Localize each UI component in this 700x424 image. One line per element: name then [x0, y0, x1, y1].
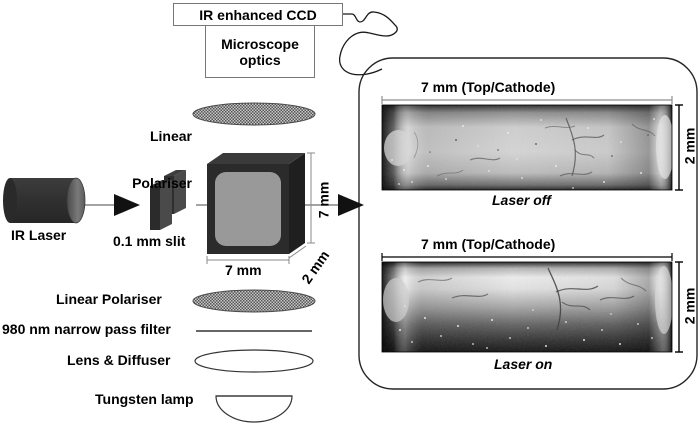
micrograph-laser-on — [381, 261, 673, 353]
ir-laser-body — [3, 177, 86, 224]
micrograph-off-caption: Laser off — [492, 192, 551, 208]
lens-diffuser-label: Lens & Diffuser — [67, 352, 171, 368]
micrograph-on-dimension-lines — [381, 253, 673, 261]
linear-polariser-top-shape — [192, 102, 316, 126]
lens-diffuser-shape — [194, 349, 314, 373]
tungsten-lamp-label: Tungsten lamp — [95, 391, 194, 407]
cuvette-height-label: 7 mm — [315, 181, 332, 219]
cuvette-width-label: 7 mm — [225, 262, 262, 278]
micrograph-laser-off — [381, 104, 673, 191]
narrow-pass-filter-label: 980 nm narrow pass filter — [2, 321, 171, 337]
micrograph-on-width-label: 7 mm (Top/Cathode) — [421, 236, 556, 252]
cuvette-depth-label: 2 mm — [298, 247, 333, 287]
ir-laser-label: IR Laser — [11, 227, 67, 243]
ir-enhanced-ccd-box[interactable]: IR enhanced CCD — [173, 3, 343, 26]
micrograph-off-width-label: 7 mm (Top/Cathode) — [421, 79, 556, 95]
slit-label: 0.1 mm slit — [113, 233, 186, 249]
linear-polariser-bottom-label: Linear Polariser — [56, 291, 162, 307]
linear-polariser-top-label: Linear Polariser — [130, 98, 192, 223]
micrograph-off-dimension-lines — [381, 96, 673, 104]
micrograph-on-caption: Laser on — [494, 356, 553, 372]
cuvette-dimension-lines — [206, 152, 315, 264]
micrograph-on-height-label: 2 mm — [681, 287, 698, 325]
micrograph-off-height-label: 2 mm — [681, 127, 698, 165]
linear-polariser-bottom-shape — [192, 289, 316, 313]
linear-polariser-top-label-line1: Linear — [149, 128, 192, 145]
ccd-to-panel-connector — [338, 11, 398, 76]
sample-cuvette — [207, 153, 305, 254]
beam-arrow-right — [338, 194, 364, 216]
ir-enhanced-ccd-label: IR enhanced CCD — [199, 6, 317, 23]
microscope-optics-box[interactable]: Microscope optics — [205, 26, 315, 78]
tungsten-lamp-shape — [215, 395, 293, 423]
microscope-optics-label-line2: optics — [239, 51, 281, 68]
results-panel-border — [358, 57, 698, 390]
linear-polariser-top-label-line2: Polariser — [132, 175, 192, 192]
microscope-optics-label-line1: Microscope — [221, 35, 299, 52]
